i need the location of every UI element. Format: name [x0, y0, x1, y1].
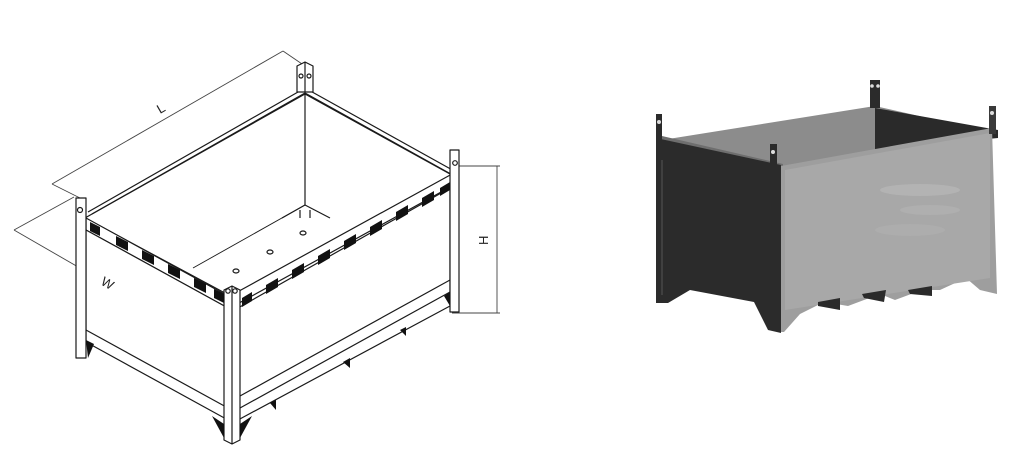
- height-label: H: [476, 236, 491, 245]
- box-pallet-line-drawing: L W H: [13, 50, 500, 445]
- hazard-stripes: [90, 182, 450, 307]
- feet: [86, 292, 450, 438]
- height-dimension: [452, 165, 500, 314]
